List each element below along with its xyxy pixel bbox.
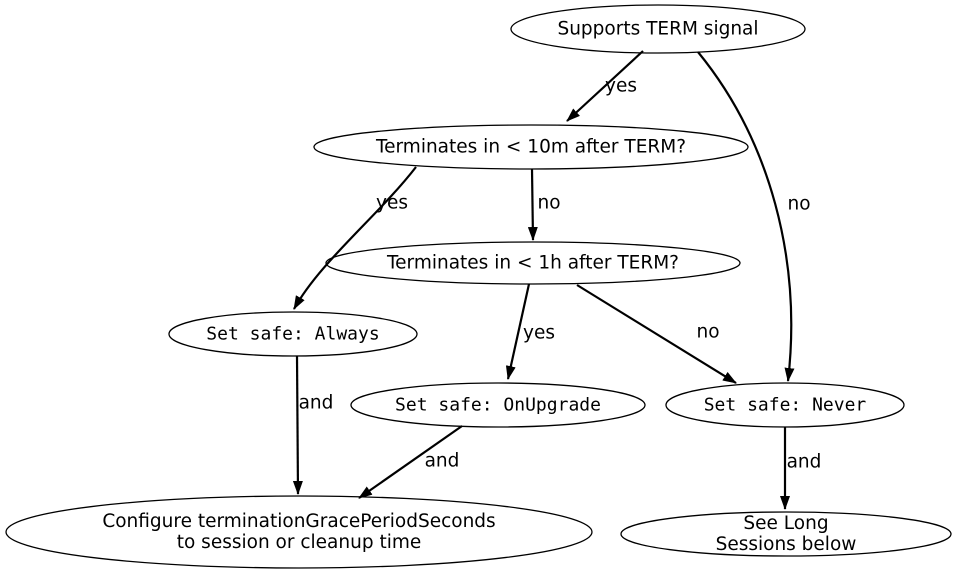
node-configure-grace-ellipse [5,495,593,569]
edge-label-and-always-to-configure: and [298,392,334,414]
edge-label-no-1h-to-never: no [696,321,720,343]
node-safe-never-label: Set safe: Never [703,394,867,416]
node-term-1h-ellipse [325,241,741,285]
edge-supports-term-to-safe-never [697,51,795,382]
node-long-sessions-label: See Long Sessions below [715,513,857,555]
node-safe-always-label: Set safe: Always [206,323,380,345]
node-safe-onupgrade-label: Set safe: OnUpgrade [395,394,601,416]
edge-label-and-never-to-sessions: and [786,451,822,473]
node-safe-always-ellipse [168,311,418,357]
edge-label-yes-1h-to-onupgrade: yes [523,322,555,344]
edge-safe-onupgrade-to-configure-grace [358,425,463,499]
node-supports-term-label: Supports TERM signal [557,18,759,40]
edge-label-no-supports-to-never: no [787,193,811,215]
edge-term-10m-to-safe-always [293,166,417,310]
node-term-10m-label: Terminates in < 10m after TERM? [375,136,687,158]
edge-term-1h-to-safe-onupgrade [505,283,531,380]
edge-safe-always-to-configure-grace [292,355,303,495]
node-safe-onupgrade-ellipse [350,382,646,428]
edge-supports-term-to-term-10m [566,50,644,122]
node-configure-grace-label: Configure terminationGracePeriodSeconds … [102,511,496,553]
edge-label-yes-10m-to-always: yes [376,192,408,214]
edge-label-yes-supports-to-10m: yes [605,75,637,97]
node-supports-term-ellipse [510,4,806,54]
node-term-10m-ellipse [313,124,749,170]
edge-label-no-10m-to-1h: no [537,192,561,214]
node-long-sessions-ellipse [620,511,952,557]
node-term-1h-label: Terminates in < 1h after TERM? [387,252,679,274]
edge-term-1h-to-safe-never [576,284,737,384]
edge-term-10m-to-term-1h [527,168,538,241]
edge-label-and-onupgrade-to-configure: and [424,450,460,472]
